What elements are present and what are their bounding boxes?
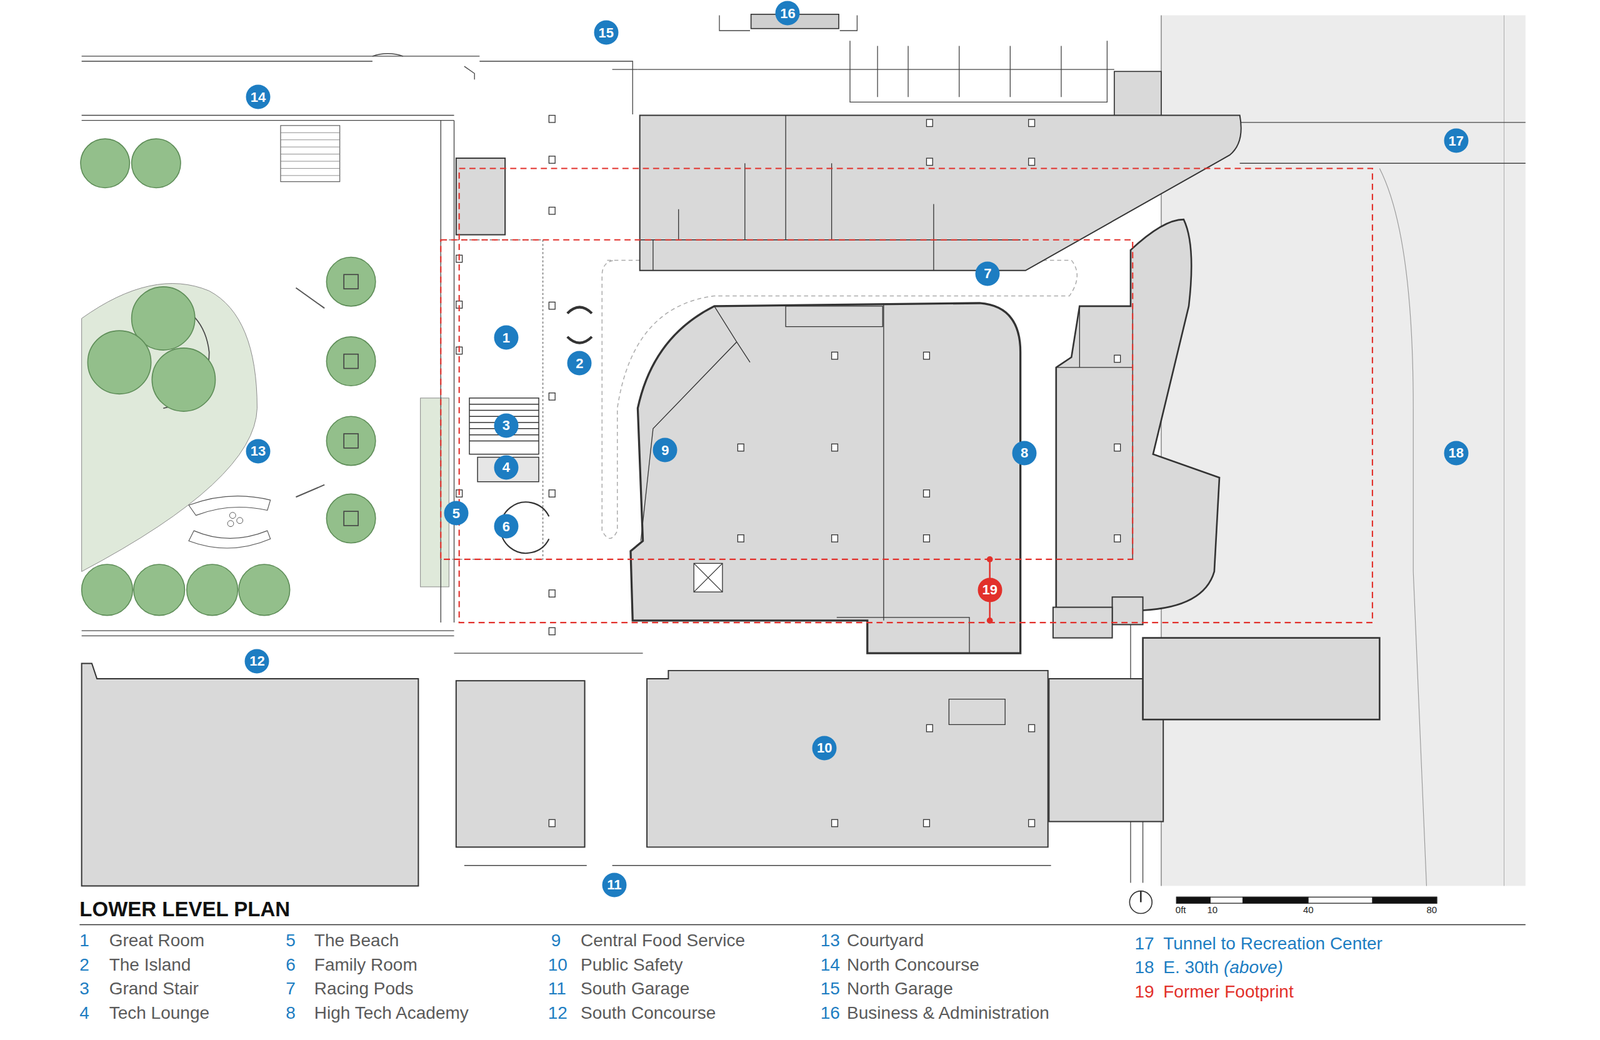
callout-text: 14 <box>250 88 266 105</box>
scale-bar <box>1176 896 1437 904</box>
rule <box>79 924 1525 925</box>
scale-label: 10 <box>1206 904 1218 916</box>
callout-text: 5 <box>452 505 460 522</box>
plan-title: LOWER LEVEL PLAN <box>79 896 290 922</box>
callout-text: 4 <box>502 459 510 476</box>
callout-text: 1 <box>502 329 510 346</box>
callout-text: 6 <box>502 518 510 535</box>
legend-text: E. 30th <box>1163 956 1219 979</box>
callout-number: 12 <box>245 648 270 674</box>
legend-number: 11 <box>548 978 567 1000</box>
legend-text: Racing Pods <box>314 978 414 1000</box>
callout-number: 1 <box>493 325 519 350</box>
legend-number: 5 <box>285 930 296 952</box>
legend-number: 10 <box>548 955 568 977</box>
legend-number: 15 <box>820 978 840 1000</box>
legend-number: 7 <box>285 978 296 1000</box>
callout-text: 16 <box>780 5 795 22</box>
callout-number: 5 <box>443 501 469 526</box>
legend-number: 6 <box>285 955 296 977</box>
callout-number: 7 <box>975 261 1000 286</box>
former-footprint <box>440 168 1373 624</box>
lawn <box>81 283 450 587</box>
callout-text: 2 <box>575 355 584 372</box>
callout-number: 9 <box>653 438 678 463</box>
scale-label: 40 <box>1303 904 1314 916</box>
callout-number: 16 <box>775 1 800 26</box>
legend-number: 1 <box>79 930 90 952</box>
callout-text: 18 <box>1448 445 1464 462</box>
legend-text: High Tech Academy <box>314 1002 469 1024</box>
callout-text: 13 <box>250 443 266 460</box>
callout-text: 11 <box>606 876 622 894</box>
legend-text: South Concourse <box>580 1002 716 1024</box>
stair-treads <box>280 132 340 176</box>
legend-number: 16 <box>820 1002 840 1024</box>
callout-number: 4 <box>493 455 519 480</box>
callout-number: 19 <box>977 577 1002 602</box>
stair <box>280 125 340 182</box>
callout-number: 17 <box>1443 128 1469 154</box>
legend-text: Grand Stair <box>109 978 199 1000</box>
scale-label: 80 <box>1426 904 1437 916</box>
legend-number: 8 <box>285 1002 296 1024</box>
legend-number: 18 <box>1135 956 1155 979</box>
legend-text: North Concourse <box>846 955 980 977</box>
legend-text: South Garage <box>580 978 690 1000</box>
callout-number: 14 <box>246 85 271 110</box>
legend-number: 17 <box>1135 933 1155 955</box>
callout-text: 3 <box>502 417 510 434</box>
callout-number: 6 <box>493 514 519 539</box>
callout-number: 11 <box>601 872 627 897</box>
legend-text: Former Footprint <box>1163 981 1294 1003</box>
columns <box>456 115 1121 827</box>
legend-number: 3 <box>79 978 90 1000</box>
legend-text: Public Safety <box>580 955 683 977</box>
legend-number: 4 <box>79 1002 90 1024</box>
legend-number: 2 <box>79 955 90 977</box>
legend-text: The Beach <box>314 930 399 952</box>
legend-text: Great Room <box>109 930 205 952</box>
trees <box>80 138 376 616</box>
callout-number: 3 <box>493 413 519 438</box>
legend-text: Courtyard <box>846 930 924 952</box>
callout-number: 18 <box>1443 440 1469 465</box>
buildings <box>81 115 1380 887</box>
legend-number: 9 <box>551 930 562 952</box>
legend-text: Tunnel to Recreation Center <box>1163 933 1383 955</box>
legend-text: Family Room <box>314 955 418 977</box>
legend-text: The Island <box>109 955 192 977</box>
north-arrow <box>1129 891 1152 914</box>
legend-number: 14 <box>820 955 840 977</box>
callout-text: 19 <box>981 581 997 599</box>
legend-number: 19 <box>1135 981 1155 1003</box>
legend-number: 13 <box>820 930 840 952</box>
callout-text: 12 <box>249 653 265 670</box>
legend-text: Central Food Service <box>580 930 745 952</box>
callout-number: 13 <box>246 438 271 464</box>
callout-number: 8 <box>1012 440 1037 465</box>
callout-number: 10 <box>812 735 837 760</box>
callout-text: 17 <box>1448 132 1464 149</box>
legend-number: 12 <box>548 1002 568 1024</box>
atrium <box>440 240 592 560</box>
callout-text: 9 <box>661 441 669 459</box>
legend-text: Tech Lounge <box>109 1002 210 1024</box>
legend-text: North Garage <box>846 978 954 1000</box>
callout-number: 2 <box>567 351 592 376</box>
callout-text: 10 <box>816 740 832 757</box>
legend-text: Business & Administration <box>846 1002 1050 1024</box>
scale-label: 0ft <box>1175 904 1187 916</box>
callout-text: 15 <box>598 24 614 41</box>
legend-text: (above) <box>1223 956 1284 979</box>
callout-text: 8 <box>1020 445 1029 462</box>
callout-number: 15 <box>593 20 619 45</box>
interior-walls <box>640 115 1134 725</box>
callout-text: 7 <box>983 265 992 282</box>
